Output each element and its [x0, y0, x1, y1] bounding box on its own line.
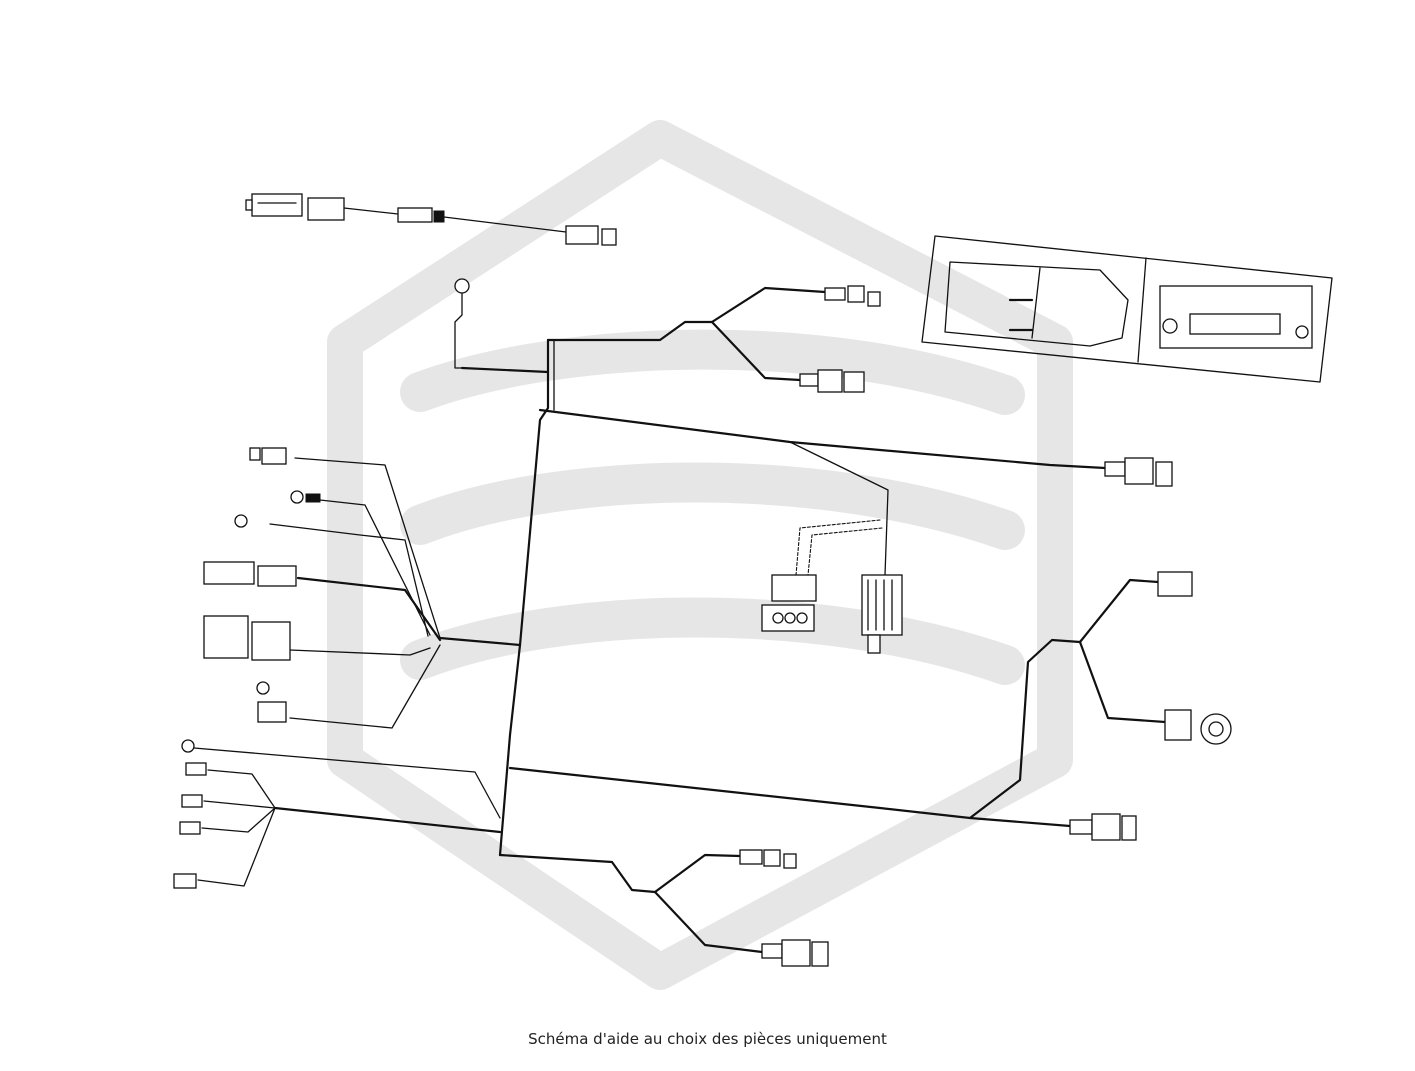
plug-connector	[251, 193, 303, 217]
fuse-clip	[433, 210, 445, 223]
connector-pair-mid	[799, 369, 865, 393]
connector-pair-top	[824, 285, 881, 307]
ground-ring-terminal	[454, 278, 470, 369]
hexagon-logo-watermark-icon	[327, 120, 1073, 990]
inline-connector	[307, 197, 345, 221]
top-cable-assembly	[245, 193, 617, 246]
connector-bottom-lower	[761, 939, 829, 967]
left-upper-branches	[203, 447, 442, 729]
inline-fuse-holder	[397, 207, 433, 223]
connector-top-right	[1157, 571, 1193, 597]
connector-terminal	[245, 199, 253, 211]
diagram-caption: Schéma d'aide au choix des pièces unique…	[528, 1030, 887, 1048]
connector-bottom-upper	[739, 849, 797, 869]
antenna-connector	[1164, 709, 1232, 745]
car-top-view-icon	[944, 261, 1129, 347]
connector-pair-right	[1104, 457, 1173, 487]
vehicle-thumbnail-panel	[921, 235, 1333, 383]
end-connector-mate	[601, 228, 617, 246]
connector-lower-right	[1069, 813, 1137, 841]
end-connector	[565, 225, 599, 245]
main-trunk	[438, 286, 1167, 954]
center-module-assembly	[761, 519, 903, 654]
left-lower-branches	[173, 739, 502, 889]
car-radio-unit-icon	[1159, 285, 1313, 349]
